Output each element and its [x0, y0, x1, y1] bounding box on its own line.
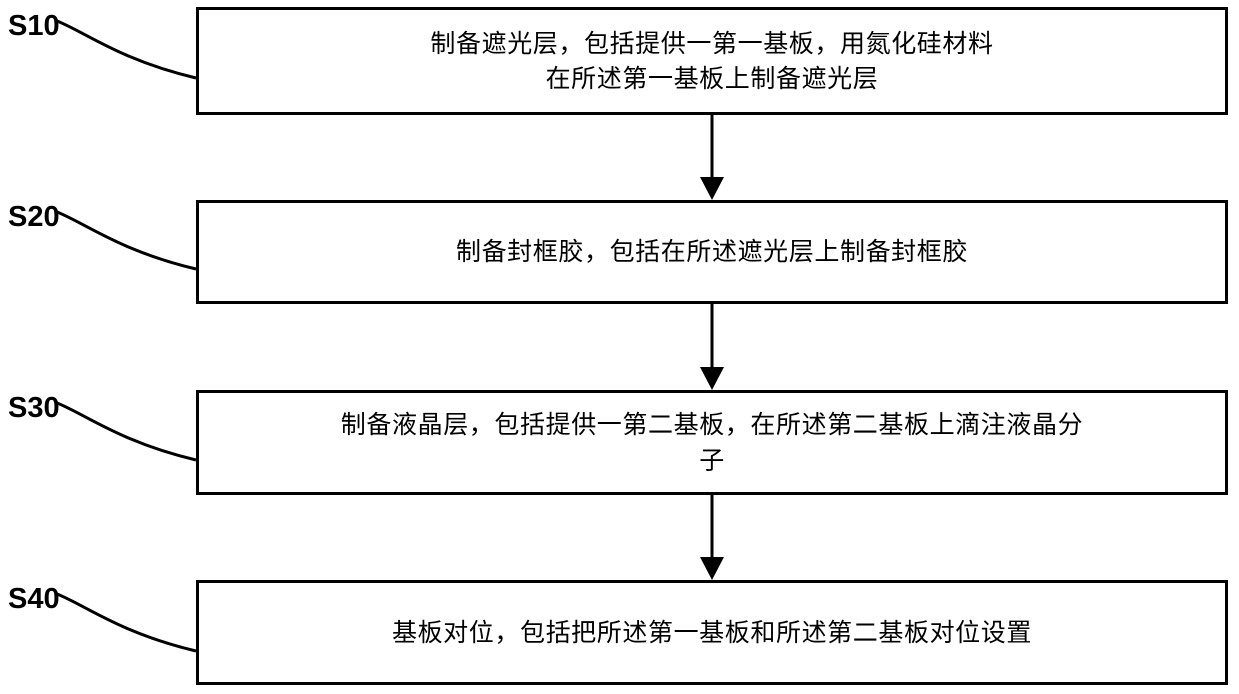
step-box-s20-text: 制备封框胶，包括在所述遮光层上制备封框胶: [455, 237, 968, 267]
step-box-s20: 制备封框胶，包括在所述遮光层上制备封框胶: [196, 200, 1228, 304]
arrowhead-s20-s30: [700, 367, 724, 390]
arrowhead-s30-s40: [700, 557, 724, 580]
step-label-s40: S40: [8, 583, 60, 615]
step-box-s30: 制备液晶层，包括提供一第二基板，在所述第二基板上滴注液晶分 子: [196, 390, 1228, 495]
leader-line-s40: [56, 592, 197, 653]
step-label-s20: S20: [8, 201, 60, 233]
step-label-s10: S10: [8, 10, 60, 42]
step-box-s30-text: 制备液晶层，包括提供一第二基板，在所述第二基板上滴注液晶分 子: [340, 410, 1084, 475]
leader-line-s20: [56, 210, 197, 271]
arrowhead-s10-s20: [700, 177, 724, 200]
step-box-s10-text: 制备遮光层，包括提供一第一基板，用氮化硅材料 在所述第一基板上制备遮光层: [430, 28, 994, 94]
step-box-s40: 基板对位，包括把所述第一基板和所述第二基板对位设置: [196, 580, 1228, 685]
leader-line-s30: [56, 401, 197, 462]
step-label-s30: S30: [8, 392, 60, 424]
step-box-s40-text: 基板对位，包括把所述第一基板和所述第二基板对位设置: [391, 617, 1032, 647]
step-box-s10: 制备遮光层，包括提供一第一基板，用氮化硅材料 在所述第一基板上制备遮光层: [196, 7, 1228, 115]
leader-line-s10: [56, 19, 197, 80]
